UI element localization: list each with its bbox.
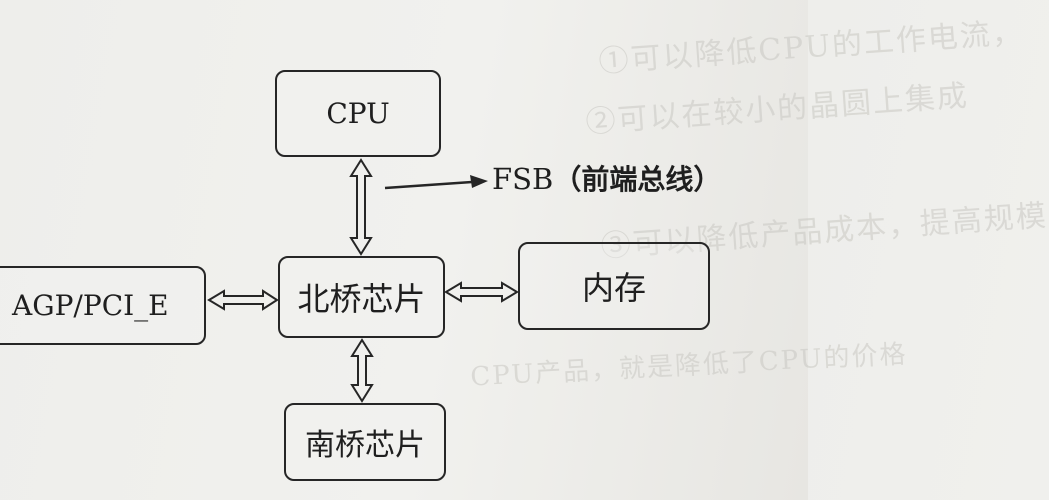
southbridge-label: 南桥芯片 (305, 428, 425, 463)
memory-box: 内存 (518, 242, 710, 330)
connector-layer (207, 158, 519, 403)
arrow-cpu-northbridge (349, 158, 373, 256)
arrow-agp-northbridge (207, 289, 279, 311)
cpu-label: CPU (326, 97, 390, 130)
agp-box: AGP/PCI_E (0, 266, 206, 345)
fsb-chinese-label: （前端总线） (553, 163, 722, 196)
arrow-northbridge-memory (444, 281, 519, 303)
arrow-northbridge-southbridge (350, 338, 374, 403)
northbridge-label: 北桥芯片 (297, 280, 426, 318)
fsb-label: FSB (492, 162, 554, 196)
southbridge-box: 南桥芯片 (284, 403, 446, 481)
cpu-box: CPU (275, 70, 441, 157)
arrow-fsb-pointer (384, 175, 488, 190)
fsb-annotation: FSB（前端总线） (492, 158, 721, 198)
memory-label: 内存 (581, 269, 646, 307)
agp-label: AGP/PCI_E (12, 289, 169, 322)
northbridge-box: 北桥芯片 (278, 256, 445, 338)
